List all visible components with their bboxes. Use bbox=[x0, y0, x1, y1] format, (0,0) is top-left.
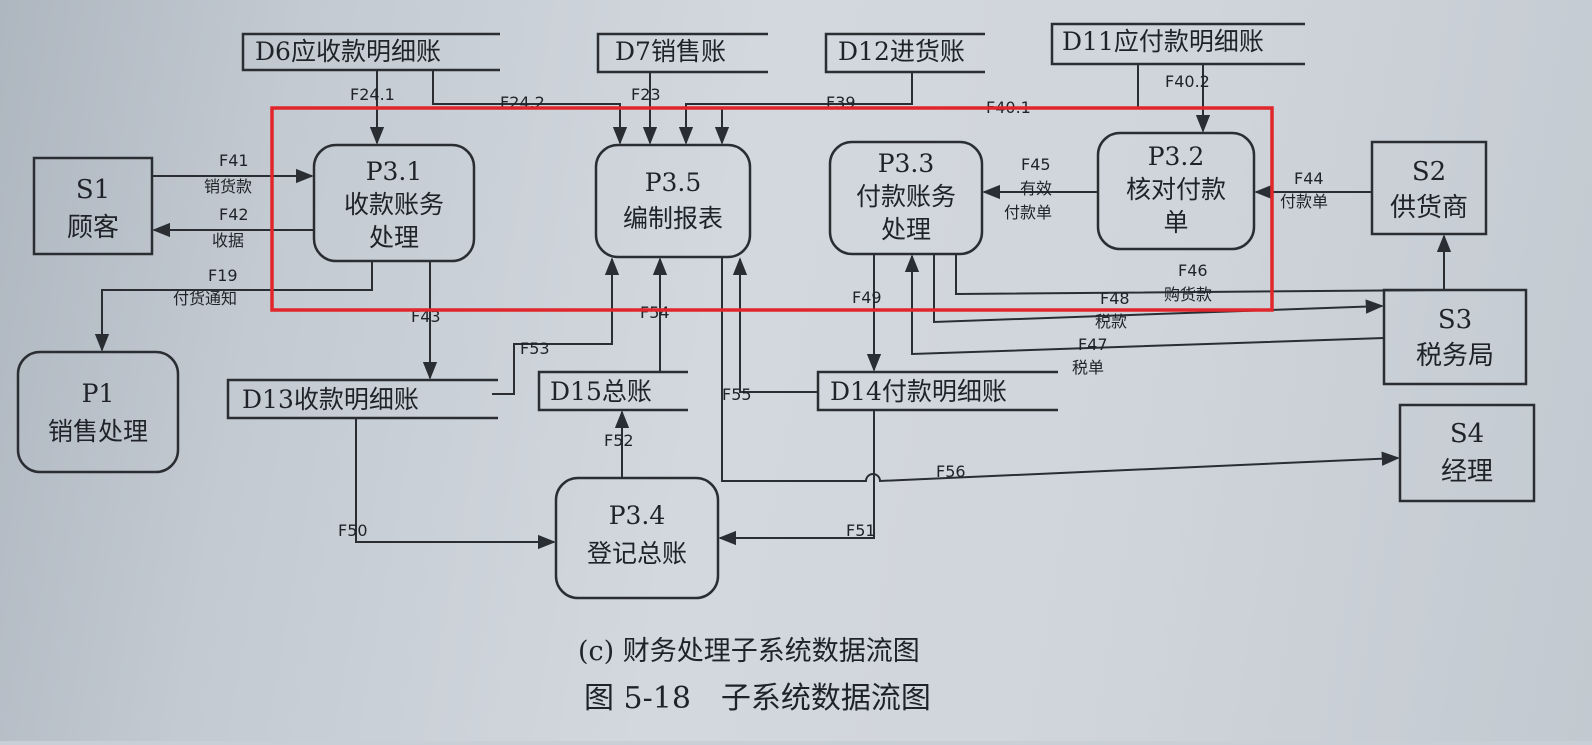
process-p3-3-line1: 付款账务 bbox=[856, 182, 956, 211]
process-p3-5: P3.5 编制报表 bbox=[594, 143, 752, 259]
store-d11-label: D11应付款明细账 bbox=[1062, 27, 1264, 56]
entity-s4-name: 经理 bbox=[1441, 457, 1493, 487]
store-d12: D12进货账 bbox=[824, 32, 985, 74]
flow-line-f51 bbox=[718, 410, 875, 546]
flow-label-f19: F19 bbox=[208, 266, 238, 285]
flow-line-f46 bbox=[955, 234, 1452, 296]
store-d13-label: D13收款明细账 bbox=[242, 385, 419, 414]
flow-line-f55 bbox=[732, 257, 818, 393]
flow-label-f40-2: F40.2 bbox=[1165, 72, 1210, 91]
store-d15: D15总账 bbox=[537, 370, 688, 412]
flow-label-f24-1: F24.1 bbox=[350, 85, 395, 104]
entity-s1-id: S1 bbox=[76, 175, 110, 205]
flow-label-f56: F56 bbox=[936, 462, 966, 481]
flow-label-f47-name: 税单 bbox=[1072, 358, 1104, 377]
flow-label-f42-name: 收据 bbox=[212, 231, 244, 250]
process-p3-4-name: 登记总账 bbox=[587, 539, 687, 568]
flow-label-f52: F52 bbox=[604, 431, 634, 450]
flow-label-f50: F50 bbox=[338, 521, 368, 540]
flow-label-f55: F55 bbox=[722, 385, 752, 404]
process-p1: P1 销售处理 bbox=[16, 350, 180, 474]
entity-s4: S4 经理 bbox=[1398, 403, 1536, 503]
flow-label-f54: F54 bbox=[640, 303, 670, 322]
store-d14-label: D14付款明细账 bbox=[830, 377, 1007, 406]
process-p3-5-id: P3.5 bbox=[645, 168, 702, 197]
flow-line-f48 bbox=[933, 254, 1384, 324]
flow-label-f48-name: 税款 bbox=[1095, 312, 1127, 331]
flow-label-f47: F47 bbox=[1078, 335, 1108, 354]
store-d15-label: D15总账 bbox=[550, 377, 652, 406]
entity-s1-name: 顾客 bbox=[67, 213, 119, 243]
flow-label-f48: F48 bbox=[1100, 289, 1130, 308]
store-d6: D6应收款明细账 bbox=[241, 32, 500, 72]
process-p3-2: P3.2 核对付款 单 bbox=[1096, 131, 1256, 251]
flow-line-f53 bbox=[492, 257, 620, 395]
entity-s4-id: S4 bbox=[1450, 419, 1484, 449]
store-d11: D11应付款明细账 bbox=[1050, 22, 1305, 66]
flow-label-f45: F45 bbox=[1021, 155, 1051, 174]
entity-s2: S2 供货商 bbox=[1370, 140, 1488, 236]
process-p3-5-name: 编制报表 bbox=[623, 204, 723, 233]
process-p3-3-id: P3.3 bbox=[878, 149, 935, 178]
flow-line-f50 bbox=[355, 418, 556, 550]
flow-label-f45-name1: 有效 bbox=[1020, 179, 1052, 198]
process-p3-1-line2: 处理 bbox=[369, 223, 419, 252]
entity-s3-name: 税务局 bbox=[1416, 341, 1494, 371]
store-d7-label: D7销售账 bbox=[615, 37, 726, 66]
flow-label-f42: F42 bbox=[219, 205, 249, 224]
flow-label-f41-name: 销货款 bbox=[204, 177, 252, 196]
figure-caption: 图 5-18 子系统数据流图 bbox=[584, 681, 931, 716]
flow-label-f49: F49 bbox=[852, 288, 882, 307]
flow-label-f45-name2: 付款单 bbox=[1004, 203, 1052, 222]
entity-s2-name: 供货商 bbox=[1390, 193, 1468, 223]
figure-subcaption: (c) 财务处理子系统数据流图 bbox=[578, 636, 920, 667]
process-p3-1: P3.1 收款账务 处理 bbox=[312, 143, 476, 263]
process-p1-id: P1 bbox=[82, 379, 115, 408]
highlight-box bbox=[270, 106, 1274, 312]
flow-line-f47 bbox=[904, 254, 1385, 356]
entity-s3-id: S3 bbox=[1438, 305, 1472, 335]
store-d13: D13收款明细账 bbox=[226, 378, 498, 420]
process-p1-name: 销售处理 bbox=[48, 417, 148, 446]
flow-label-f41: F41 bbox=[219, 151, 249, 170]
store-d6-label: D6应收款明细账 bbox=[255, 37, 441, 66]
flow-label-f23: F23 bbox=[631, 85, 661, 104]
entity-s2-id: S2 bbox=[1412, 157, 1446, 187]
process-p3-2-id: P3.2 bbox=[1148, 142, 1205, 171]
flow-label-f46-name: 购货款 bbox=[1164, 285, 1212, 304]
process-p3-4-id: P3.4 bbox=[609, 501, 666, 530]
flow-label-f19-name: 付货通知 bbox=[173, 289, 237, 308]
flow-line-f24-2 bbox=[432, 70, 628, 145]
process-p3-1-line1: 收款账务 bbox=[344, 190, 444, 219]
flow-label-f51: F51 bbox=[846, 521, 876, 540]
flow-label-f44-name: 付款单 bbox=[1280, 192, 1328, 211]
process-p3-4: P3.4 登记总账 bbox=[554, 476, 720, 600]
flow-line-f39 bbox=[678, 72, 913, 145]
flow-line-f56 bbox=[721, 257, 1400, 483]
process-p3-2-line2: 单 bbox=[1163, 208, 1188, 237]
store-d14: D14付款明细账 bbox=[816, 370, 1058, 412]
process-p3-3-line2: 处理 bbox=[881, 215, 931, 244]
flow-label-f46: F46 bbox=[1178, 261, 1208, 280]
process-p3-1-id: P3.1 bbox=[366, 157, 423, 186]
flow-label-f44: F44 bbox=[1294, 169, 1324, 188]
flow-label-f53: F53 bbox=[520, 339, 550, 358]
entity-s1: S1 顾客 bbox=[32, 156, 154, 256]
entity-s3: S3 税务局 bbox=[1382, 288, 1528, 386]
process-p3-2-line1: 核对付款 bbox=[1126, 175, 1226, 204]
flow-line-f19 bbox=[94, 261, 373, 352]
store-d7: D7销售账 bbox=[596, 32, 768, 74]
process-p3-3: P3.3 付款账务 处理 bbox=[828, 140, 984, 256]
store-d12-label: D12进货账 bbox=[838, 37, 965, 66]
